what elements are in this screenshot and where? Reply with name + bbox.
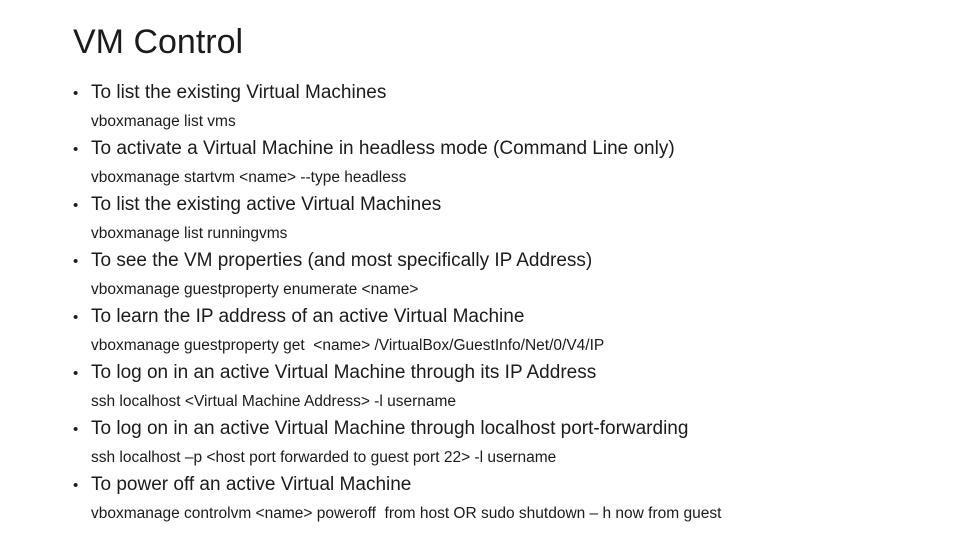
item-command: ssh localhost <Virtual Machine Address> … [91,393,457,410]
list-item: • To list the existing Virtual Machines … [73,79,930,135]
item-heading-text: To list the existing Virtual Machines [91,82,387,103]
item-heading: • To power off an active Virtual Machine [73,471,930,500]
item-command: vboxmanage guestproperty get <name> /Vir… [91,337,605,354]
item-heading-text: To power off an active Virtual Machine [91,474,412,495]
item-command: vboxmanage startvm <name> --type headles… [91,169,407,186]
item-heading-text: To log on in an active Virtual Machine t… [91,418,689,439]
item-command: vboxmanage list runningvms [91,225,288,242]
item-heading: • To list the existing active Virtual Ma… [73,191,930,220]
item-command: vboxmanage guestproperty enumerate <name… [91,281,419,298]
item-heading-text: To list the existing active Virtual Mach… [91,194,442,215]
list-item: • To log on in an active Virtual Machine… [73,359,930,415]
item-command: vboxmanage list vms [91,113,236,130]
list-item: • To list the existing active Virtual Ma… [73,191,930,247]
list-item: • To learn the IP address of an active V… [73,303,930,359]
list-item: • To see the VM properties (and most spe… [73,247,930,303]
item-heading-text: To log on in an active Virtual Machine t… [91,362,597,383]
page-title: VM Control [73,23,244,61]
item-heading-text: To learn the IP address of an active Vir… [91,306,525,327]
bullet-list: • To list the existing Virtual Machines … [73,79,930,527]
item-command: vboxmanage controlvm <name> poweroff fro… [91,505,722,522]
bullet-icon: • [73,141,79,158]
item-heading: • To see the VM properties (and most spe… [73,247,930,276]
item-heading: • To learn the IP address of an active V… [73,303,930,332]
item-heading-text: To see the VM properties (and most speci… [91,250,593,271]
bullet-icon: • [73,309,79,326]
bullet-icon: • [73,421,79,438]
item-heading-text: To activate a Virtual Machine in headles… [91,138,675,159]
bullet-icon: • [73,477,79,494]
item-heading: • To log on in an active Virtual Machine… [73,415,930,444]
bullet-icon: • [73,365,79,382]
item-command: ssh localhost –p <host port forwarded to… [91,449,557,466]
item-heading: • To list the existing Virtual Machines [73,79,930,108]
list-item: • To power off an active Virtual Machine… [73,471,930,527]
bullet-icon: • [73,85,79,102]
item-heading: • To activate a Virtual Machine in headl… [73,135,930,164]
bullet-icon: • [73,253,79,270]
list-item: • To activate a Virtual Machine in headl… [73,135,930,191]
bullet-icon: • [73,197,79,214]
item-heading: • To log on in an active Virtual Machine… [73,359,930,388]
list-item: • To log on in an active Virtual Machine… [73,415,930,471]
